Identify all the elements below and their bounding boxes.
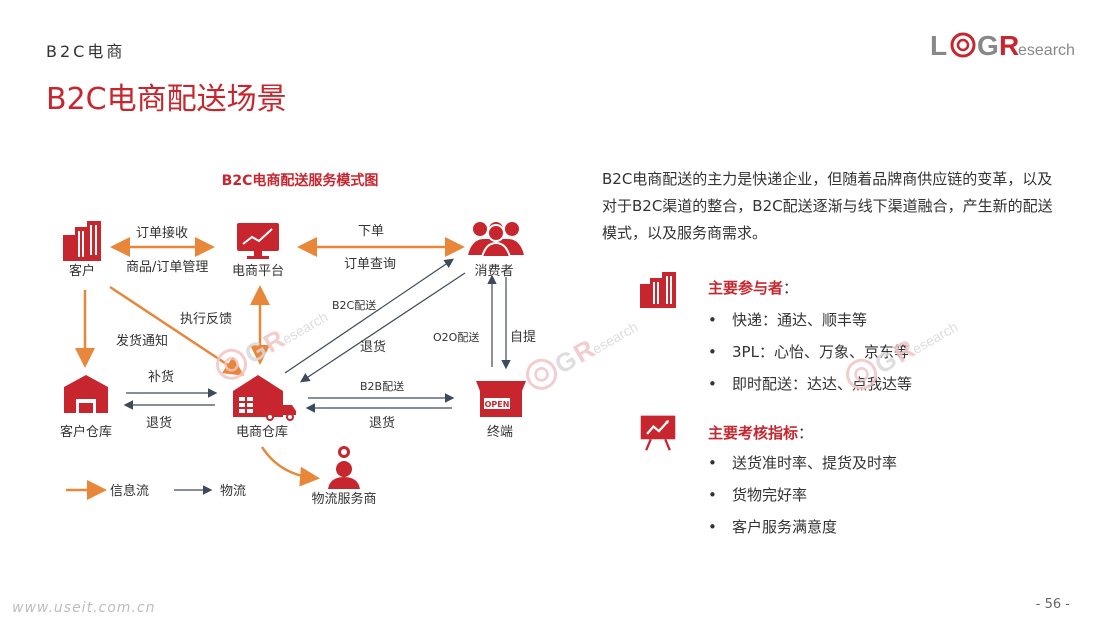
intro-paragraph: B2C电商配送的主力是快递企业，但随着品牌商供应链的变革，以及对于B2C渠道的整… bbox=[602, 170, 1053, 242]
label-place-order: 下单 bbox=[358, 224, 384, 239]
store-open-sign: OPEN bbox=[485, 400, 510, 409]
label-self-pickup: 自提 bbox=[510, 329, 536, 345]
chart-board-icon bbox=[640, 415, 676, 451]
svg-text:L: L bbox=[930, 30, 947, 61]
svg-text:esearch: esearch bbox=[589, 318, 640, 357]
label-return-2: 退货 bbox=[146, 415, 172, 431]
kpi-heading: 主要考核指标： bbox=[708, 422, 813, 443]
svg-text:G: G bbox=[977, 30, 999, 61]
label-exec-feedback: 执行反馈 bbox=[180, 312, 232, 327]
label-b2c-delivery: B2C配送 bbox=[332, 298, 376, 312]
kpi-list: •送货准时率、提货及时率 •货物完好率 •客户服务满意度 bbox=[708, 447, 897, 543]
list-item: •3PL：心怡、万象、京东等 bbox=[708, 343, 909, 361]
consumer-people-icon bbox=[468, 222, 524, 258]
page-title: B2C电商配送场景 bbox=[46, 82, 287, 117]
participants-heading: 主要参与者： bbox=[708, 277, 798, 298]
ecom-warehouse-icon bbox=[233, 375, 296, 421]
node-ecom-warehouse: 电商仓库 bbox=[236, 424, 288, 440]
building-icon bbox=[640, 272, 676, 308]
legend-logistics-flow: 物流 bbox=[220, 484, 246, 499]
legend: 信息流 物流 bbox=[66, 480, 246, 500]
svg-text:R: R bbox=[999, 30, 1019, 61]
node-platform: 电商平台 bbox=[232, 264, 284, 279]
page-number: - 56 - bbox=[1035, 597, 1070, 612]
label-replenish: 补货 bbox=[148, 369, 174, 385]
label-order-query: 订单查询 bbox=[344, 257, 396, 272]
node-customer: 客户 bbox=[69, 263, 95, 279]
footer-site: www.useit.com.cn bbox=[12, 600, 156, 616]
list-item: •送货准时率、提货及时率 bbox=[708, 454, 898, 472]
svg-text:esearch: esearch bbox=[909, 318, 960, 357]
label-return-1: 退货 bbox=[360, 339, 386, 355]
diagram-title: B2C电商配送服务模式图 bbox=[221, 173, 379, 189]
label-ship-notice: 发货通知 bbox=[116, 333, 168, 349]
b2c-delivery-diagram: 订单接收 商品/订单管理 下单 订单查询 执行反馈 发货通知 退货 自提 补货 … bbox=[60, 221, 536, 507]
kpi-title: 主要考核指标 bbox=[708, 424, 799, 442]
customer-building-icon bbox=[63, 221, 101, 261]
kpi-colon: ： bbox=[798, 424, 814, 442]
watermark-logo: G R esearch bbox=[846, 318, 960, 390]
logistics-provider-icon bbox=[328, 446, 360, 489]
customer-warehouse-icon bbox=[64, 375, 108, 413]
watermark-logo: G R esearch bbox=[526, 318, 640, 390]
section-label: B2C电商 bbox=[46, 42, 126, 61]
edge-ecomwh-consumer-b2c bbox=[284, 258, 454, 374]
node-logistics-provider: 物流服务商 bbox=[311, 491, 376, 507]
svg-text:esearch: esearch bbox=[279, 308, 330, 347]
platform-monitor-icon bbox=[237, 223, 279, 259]
watermark-logo: G R esearch bbox=[216, 308, 330, 380]
label-return-3: 退货 bbox=[369, 415, 395, 431]
terminal-store-icon: OPEN bbox=[476, 381, 526, 417]
label-o2o-delivery: O2O配送 bbox=[433, 330, 479, 344]
list-item: •客户服务满意度 bbox=[708, 518, 838, 536]
svg-text:esearch: esearch bbox=[1018, 42, 1075, 59]
node-terminal: 终端 bbox=[487, 424, 513, 440]
node-customer-warehouse: 客户仓库 bbox=[60, 424, 112, 440]
list-item: •货物完好率 bbox=[708, 486, 808, 504]
participants-title: 主要参与者 bbox=[708, 279, 784, 297]
target-icon bbox=[950, 32, 976, 58]
logr-logo: L G R esearch bbox=[930, 30, 1075, 61]
label-b2b-delivery: B2B配送 bbox=[360, 379, 404, 393]
participants-colon: ： bbox=[783, 279, 799, 297]
legend-info-flow: 信息流 bbox=[110, 483, 149, 499]
label-order-receive: 订单接收 bbox=[136, 225, 188, 241]
edge-consumer-ecomwh-return bbox=[299, 272, 466, 383]
label-goods-order-mgmt: 商品/订单管理 bbox=[126, 260, 208, 275]
list-item: •快递：通达、顺丰等 bbox=[708, 311, 868, 329]
node-consumer: 消费者 bbox=[474, 264, 513, 279]
edge-ecomwh-logistics bbox=[260, 446, 320, 487]
